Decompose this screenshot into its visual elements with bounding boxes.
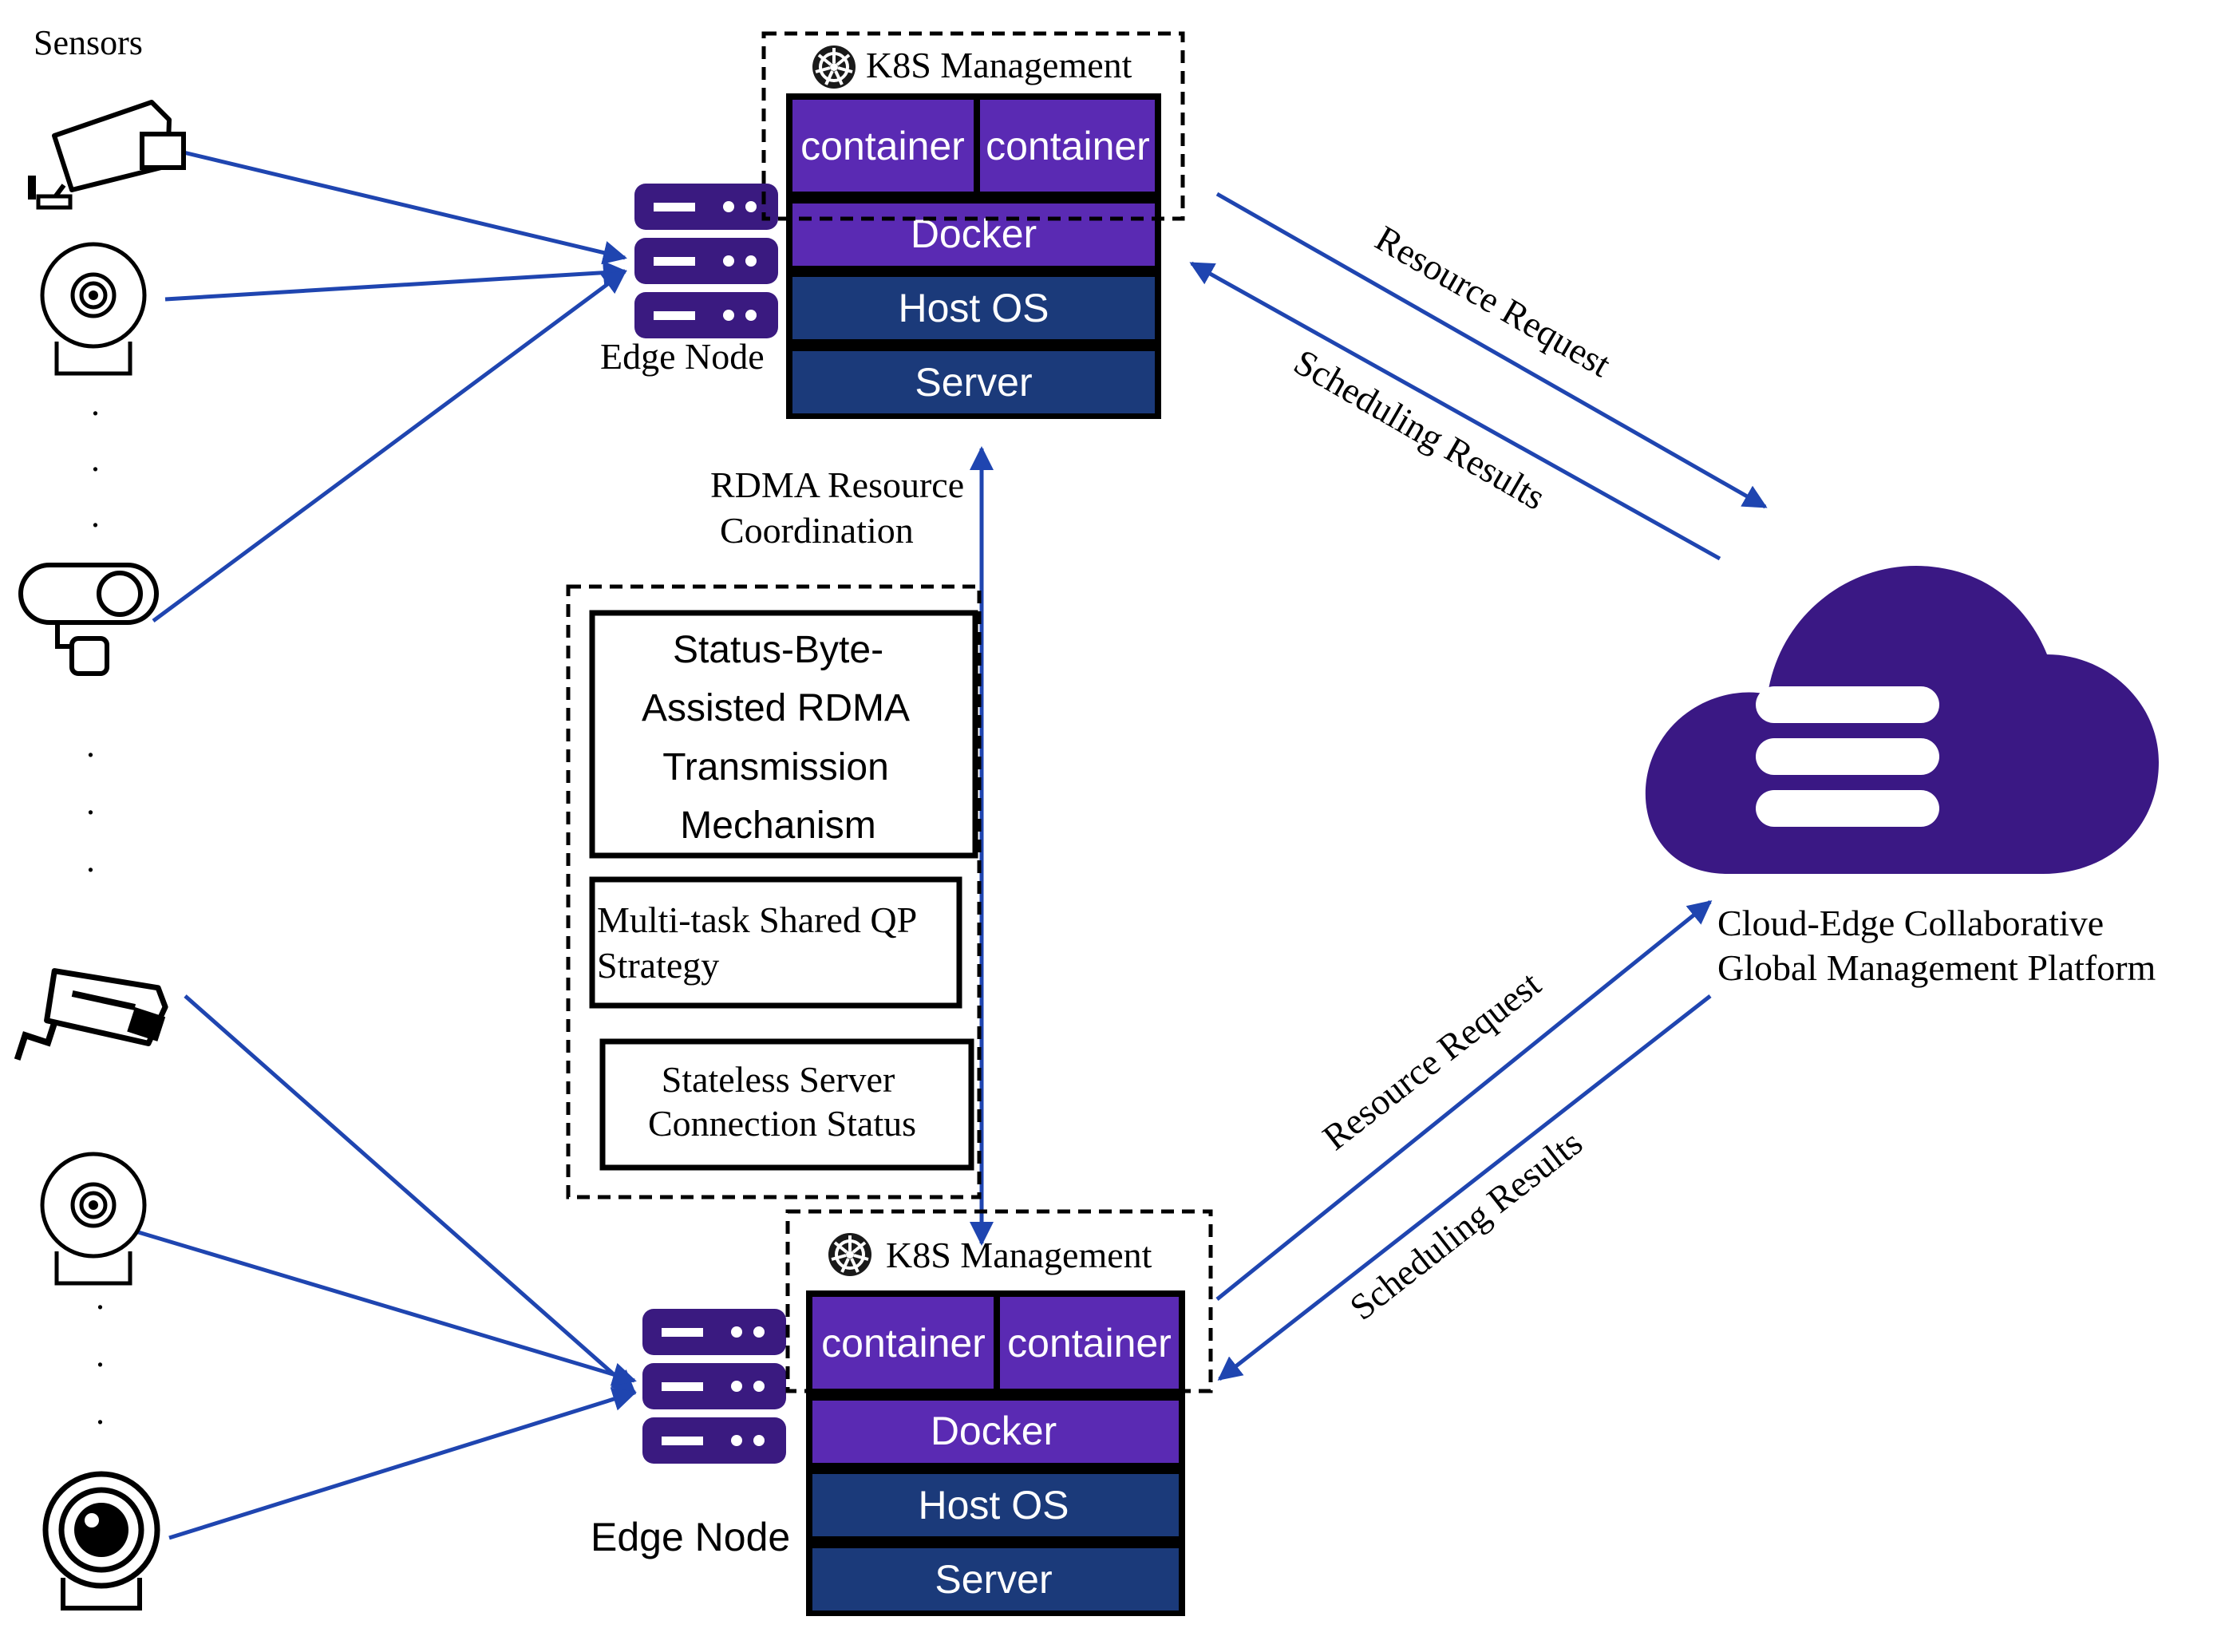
ellipsis-dot: .: [91, 496, 100, 535]
sensor-2-link: [164, 260, 627, 302]
sensors-label: Sensors: [34, 23, 143, 62]
top-scheduling-results-arrow: [1189, 261, 1721, 561]
status-byte-label: Assisted RDMA: [642, 687, 910, 729]
host-os-layer: [812, 1474, 1179, 1536]
k8s-management-label: K8S Management: [886, 1235, 1152, 1275]
edge-node-label: Edge Node: [600, 336, 765, 377]
host-os-label: Host OS: [899, 286, 1049, 330]
security-camera-icon: [18, 563, 159, 676]
ellipsis-dot: .: [91, 384, 100, 423]
ellipsis-dot: .: [86, 783, 95, 822]
dome-camera-icon: [42, 244, 144, 373]
edge-node-label: Edge Node: [591, 1515, 790, 1559]
server-layer: [812, 1548, 1179, 1611]
container-block: [792, 100, 974, 192]
host-os-label: Host OS: [919, 1483, 1069, 1528]
shared-qp-label: Strategy: [597, 945, 719, 986]
container-block: [1000, 1297, 1179, 1389]
ellipsis-dot: .: [86, 840, 95, 879]
cloud-links: [1189, 192, 1768, 1381]
k8s-management-label: K8S Management: [866, 45, 1132, 85]
bottom-scheduling-results-arrow: [1217, 994, 1712, 1381]
k8s-management-boundary: [761, 31, 1185, 221]
shared-qp-label: Multi-task Shared QP: [597, 899, 917, 940]
webcam-icon: [42, 1471, 160, 1611]
sensor-5-link: [127, 1227, 637, 1386]
sensor-3-link: [152, 269, 627, 623]
cctv-camera-icon: [14, 968, 168, 1061]
top-edge-node: Edge Node container container Docker Hos…: [600, 31, 1185, 419]
cloud-platform-label: Cloud-Edge Collaborative: [1717, 903, 2104, 943]
server-rack-icon: [634, 184, 778, 338]
docker-layer: [792, 204, 1155, 266]
server-label: Server: [935, 1557, 1052, 1602]
container-label: container: [986, 124, 1150, 168]
ellipsis-dot: .: [96, 1335, 105, 1374]
kubernetes-helm-icon: [827, 1231, 873, 1278]
docker-label: Docker: [931, 1409, 1057, 1453]
docker-layer: [812, 1401, 1179, 1463]
top-stack: container container Docker Host OS Serve…: [786, 93, 1161, 419]
rdma-coordination-label: RDMA Resource: [710, 464, 964, 505]
ellipsis-dot: .: [91, 440, 100, 479]
ellipsis-dot: .: [96, 1393, 105, 1432]
host-os-layer: [792, 277, 1155, 339]
stateless-label: Stateless Server: [662, 1059, 895, 1100]
server-label: Server: [915, 360, 1032, 405]
ellipsis-dot: .: [96, 1278, 105, 1317]
cctv-camera-icon: [28, 100, 186, 210]
bottom-scheduling-results-label: Scheduling Results: [1342, 1122, 1590, 1328]
cloud-database-icon: [1645, 566, 2159, 874]
container-label: container: [800, 124, 965, 168]
sensor-links: [127, 145, 637, 1540]
container-label: container: [821, 1321, 986, 1365]
dome-camera-icon: [42, 1154, 144, 1283]
sensor-6-link: [168, 1387, 637, 1540]
stateless-label: Connection Status: [648, 1103, 916, 1144]
status-byte-label: Status-Byte-: [673, 629, 883, 671]
server-rack-icon: [642, 1309, 786, 1464]
server-layer: [792, 351, 1155, 413]
container-block: [812, 1297, 994, 1389]
k8s-management-boundary: [785, 1209, 1213, 1393]
status-byte-mechanism-box: Status-Byte- Assisted RDMA Transmission …: [589, 610, 978, 859]
bottom-edge-node: Edge Node container container Docker Hos…: [591, 1209, 1213, 1616]
top-resource-request-arrow: [1215, 192, 1768, 509]
sensor-4-link: [184, 994, 637, 1394]
ellipsis-dot: .: [86, 725, 95, 765]
cloud-platform-label: Global Management Platform: [1717, 947, 2156, 988]
rdma-coordination-label: Coordination: [720, 510, 914, 551]
shared-qp-strategy-box: Multi-task Shared QP Strategy: [589, 876, 962, 1009]
bottom-stack: container container Docker Host OS Serve…: [806, 1290, 1185, 1616]
bottom-resource-request-arrow: [1215, 900, 1713, 1301]
rdma-mechanisms-boundary: [566, 584, 982, 1199]
container-label: container: [1007, 1321, 1172, 1365]
kubernetes-helm-icon: [811, 44, 857, 90]
stateless-connection-box: Stateless Server Connection Status: [599, 1038, 974, 1171]
container-block: [980, 100, 1155, 192]
sensor-1-link: [163, 145, 627, 265]
status-byte-label: Mechanism: [680, 804, 875, 847]
top-scheduling-results-label: Scheduling Results: [1287, 341, 1552, 517]
status-byte-label: Transmission: [662, 746, 889, 788]
